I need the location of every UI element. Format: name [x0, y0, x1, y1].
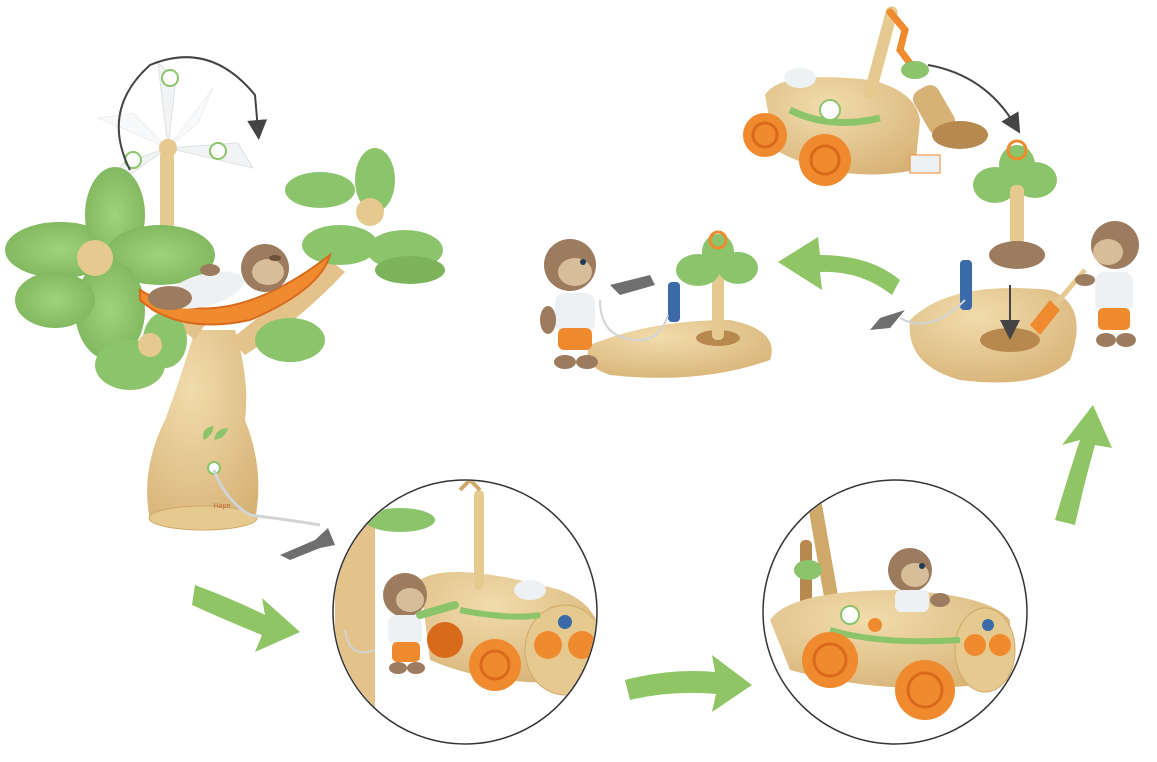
arrow-step-2 [625, 655, 752, 712]
sloth-sleeping [148, 244, 289, 310]
flower-left [5, 167, 215, 360]
paw-icon [982, 619, 994, 631]
lightning-icon [161, 69, 179, 87]
step-circle-1 [332, 479, 598, 745]
paw-icon [558, 615, 572, 629]
tree-group [5, 56, 445, 560]
rotation-arrow [117, 56, 268, 171]
curve-arrow [927, 64, 1021, 134]
planting-scene [870, 139, 1139, 383]
step-circle-2 [762, 479, 1028, 745]
tree-trunk [147, 330, 259, 528]
lightning-icon [209, 142, 227, 160]
brand-mark: Hape [213, 503, 231, 510]
leaf-icon [203, 426, 228, 440]
arrow-step-1 [192, 585, 300, 652]
grown-tree-scene [540, 230, 772, 378]
flower-right [285, 148, 445, 284]
tree-base [148, 505, 258, 531]
arrow-step-4 [778, 237, 900, 295]
crane-car [743, 6, 1021, 186]
power-cable [212, 469, 321, 527]
plug [280, 528, 335, 560]
flow-arrows [192, 237, 1112, 712]
arrow-step-3 [1055, 405, 1112, 525]
hammock [139, 252, 332, 326]
